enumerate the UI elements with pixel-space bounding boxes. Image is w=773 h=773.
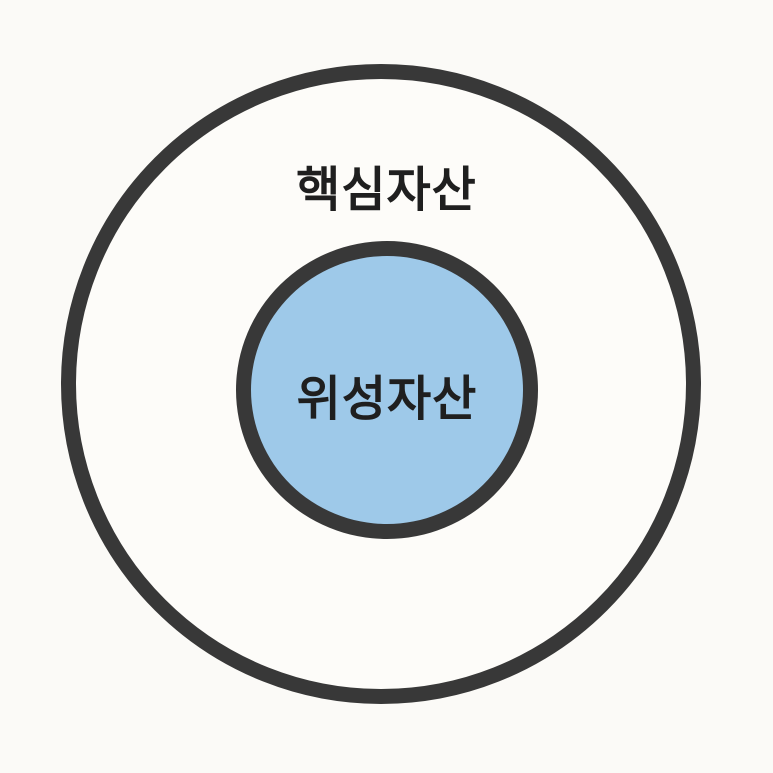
satellite-asset-label: 위성자산 xyxy=(296,371,478,427)
core-asset-label: 핵심자산 xyxy=(296,162,477,218)
